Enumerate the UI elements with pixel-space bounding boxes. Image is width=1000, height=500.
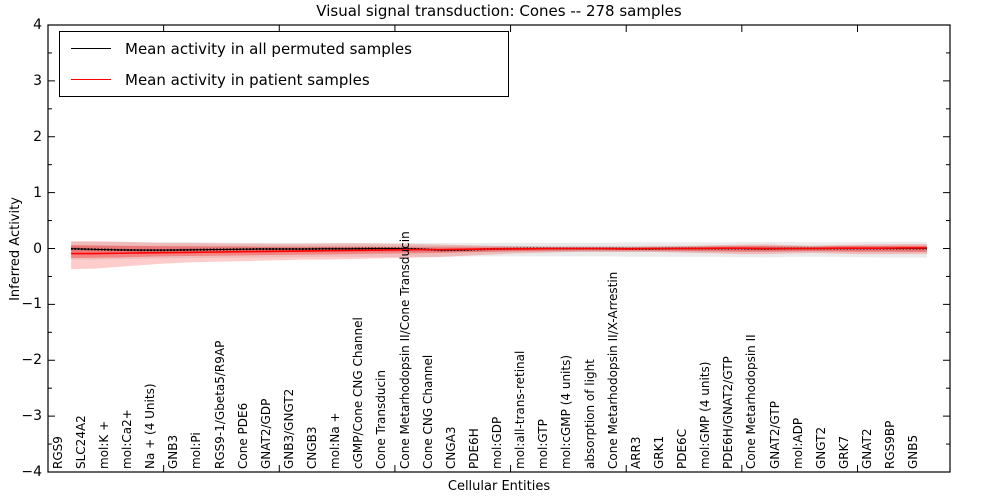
- x-tick-label: GNB3/GNGT2: [281, 388, 296, 469]
- patient-mean-line: [71, 247, 927, 255]
- x-tick-label: mol:GTP: [536, 419, 551, 469]
- x-tick-label: RGS9-1/Gbeta5/R9AP: [212, 340, 227, 469]
- axis-ticks: [48, 24, 950, 473]
- x-tick-label: PDE6H: [466, 428, 481, 469]
- x-tick-label: Cone Metarhodopsin II/X-Arrestin: [605, 271, 620, 469]
- permuted-line-swatch: [71, 48, 111, 49]
- legend-entry-patient: Mean activity in patient samples: [60, 64, 508, 95]
- x-tick-label: PDE6H/GNAT2/GTP: [721, 356, 736, 469]
- legend-label: Mean activity in all permuted samples: [125, 39, 412, 58]
- x-tick-label: Cone PDE6: [235, 402, 250, 469]
- x-tick-label: Cone Metarhodopsin II/Cone Transducin: [397, 231, 412, 469]
- legend: Mean activity in all permuted samples Me…: [59, 31, 509, 97]
- x-tick-label: mol:all-trans-retinal: [513, 350, 528, 469]
- legend-entry-permuted: Mean activity in all permuted samples: [60, 33, 508, 64]
- x-axis-label: Cellular Entities: [447, 479, 551, 494]
- permuted-outer-band: [71, 241, 927, 260]
- x-tick-label: GNGT2: [813, 426, 828, 469]
- x-tick-label: mol:GDP: [490, 416, 505, 469]
- x-tick-label: Cone Metarhodopsin II: [744, 334, 759, 469]
- x-tick-label: GNAT2/GTP: [767, 401, 782, 469]
- x-tick-label: mol:Pi: [189, 432, 204, 469]
- y-tick-label: 0: [33, 240, 42, 257]
- y-tick-label: 2: [33, 128, 42, 145]
- x-tick-label: mol:ADP: [790, 417, 805, 469]
- x-tick-label: GRK7: [836, 435, 851, 469]
- x-tick-label: GNB5: [906, 434, 921, 469]
- x-tick-label: RGS9: [50, 436, 65, 469]
- y-tick-label: −1: [21, 296, 42, 313]
- series-lines: [71, 247, 927, 255]
- x-tick-label: GNAT2: [860, 428, 875, 469]
- x-tick-label: absorption of light: [582, 359, 597, 469]
- x-tick-label: mol:Ca2+: [120, 409, 134, 469]
- x-tick-label: Na + (4 Units): [143, 383, 158, 469]
- y-tick-label: −2: [21, 352, 42, 369]
- y-tick-label: 3: [33, 72, 42, 89]
- y-tick-label: 1: [33, 184, 42, 201]
- legend-label: Mean activity in patient samples: [125, 70, 370, 89]
- confidence-bands: [71, 241, 927, 270]
- y-tick-label: −4: [21, 464, 42, 480]
- patient-line-swatch: [71, 79, 111, 80]
- x-tick-label: Cone CNG Channel: [420, 354, 435, 469]
- x-tick-label: mol:GMP (4 units): [698, 361, 713, 469]
- x-tick-label: RGS9BP: [883, 420, 898, 469]
- x-tick-label: ARR3: [628, 436, 643, 469]
- x-tick-label: CNGB3: [305, 426, 320, 469]
- x-tick-label: GRK1: [651, 435, 666, 469]
- y-tick-label: 4: [33, 17, 42, 33]
- x-tick-label: mol:cGMP (4 units): [559, 354, 574, 469]
- x-tick-label: SLC24A2: [73, 415, 88, 469]
- x-tick-label: CNGA3: [443, 426, 458, 470]
- x-tick-label: PDE6C: [675, 428, 690, 469]
- x-tick-label: mol:K +: [96, 420, 111, 469]
- x-tick-label: cGMP/Cone CNG Channel: [351, 317, 366, 469]
- x-tick-label: Cone Transducin: [374, 370, 389, 469]
- x-tick-label: GNB3: [166, 434, 181, 469]
- chart-title: Visual signal transduction: Cones -- 278…: [316, 2, 682, 20]
- y-tick-label: −3: [21, 408, 42, 425]
- x-tick-label: GNAT2/GDP: [258, 398, 273, 469]
- x-tick-label: mol:Na +: [328, 412, 343, 469]
